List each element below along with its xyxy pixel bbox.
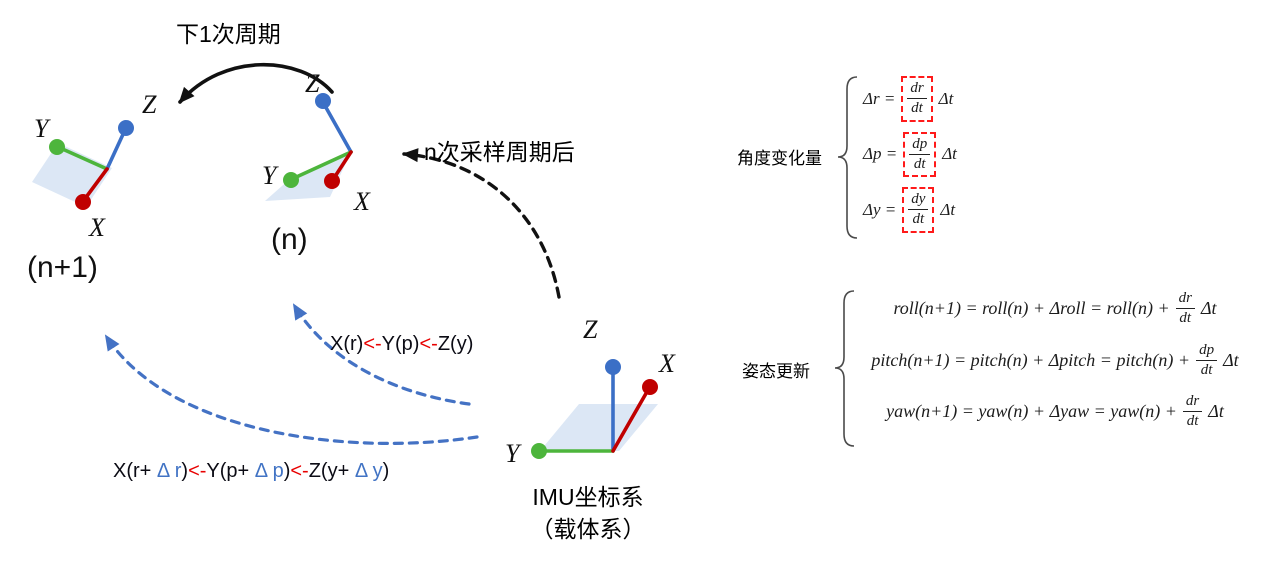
x-axis (611, 388, 650, 453)
imu-caption-line1: IMU坐标系 (532, 484, 643, 510)
x-axis-endpoint (75, 194, 91, 210)
z-axis-label: Z (142, 90, 157, 119)
eq-rhs: Δt (1208, 401, 1224, 422)
fraction-denominator: dt (913, 155, 926, 172)
angle-change-label: 角度变化量 (737, 149, 822, 168)
eq-lhs: Δr = (863, 88, 896, 108)
z-axis-label: Z (583, 315, 598, 344)
equation-row: pitch(n+1) = pitch(n) + Δpitch = pitch(n… (871, 342, 1238, 380)
frame-n-plus-1: Y Z X (n+1) (27, 90, 157, 284)
frame-n: Z Y X (n) (262, 69, 371, 256)
x-axis (332, 150, 353, 180)
y-axis-label: Y (505, 439, 522, 468)
after-n-samples-arrow (402, 148, 561, 299)
fraction-numerator: dr (1175, 290, 1195, 310)
fraction-denominator: dt (1179, 310, 1192, 327)
x-axis-endpoint (642, 379, 658, 395)
y-axis-endpoint (283, 172, 299, 188)
after-n-samples-label: n次采样周期后 (424, 139, 575, 165)
equation-row: roll(n+1) = roll(n) + Δroll = roll(n) + … (893, 290, 1216, 328)
rotation-order-next: X(r+ Δ r)<-Y(p+ Δ p)<-Z(y+ Δ y) (113, 460, 389, 482)
fraction-numerator: dp (1196, 342, 1218, 361)
next-cycle-label: 下1次周期 (176, 21, 281, 47)
eq-rhs: Δt (942, 144, 957, 164)
eq-lhs: Δp = (863, 144, 898, 164)
attitude-update-brace (834, 290, 855, 447)
y-axis-endpoint (49, 139, 65, 155)
frame-n-plane (265, 152, 351, 201)
eq-lhs: Δy = (863, 199, 897, 219)
y-axis (290, 150, 353, 181)
z-axis-endpoint (605, 359, 621, 375)
imu-plane (540, 404, 658, 451)
y-axis-endpoint (531, 443, 547, 459)
x-axis-label: X (353, 187, 371, 216)
fraction-denominator: dt (1186, 413, 1199, 430)
imu-caption-line2: （载体系） (531, 516, 646, 542)
fraction-denominator: dt (1200, 361, 1213, 378)
attitude-update-label: 姿态更新 (742, 362, 810, 381)
fraction-numerator: dy (908, 191, 929, 211)
eq-body: yaw(n+1) = yaw(n) + Δyaw = yaw(n) + (886, 401, 1177, 422)
eq-rhs: Δt (1200, 298, 1217, 319)
y-axis-label: Y (34, 114, 51, 143)
rotation-order-arrow-to-n (292, 303, 471, 406)
angle-change-brace (837, 76, 858, 239)
eq-body: pitch(n+1) = pitch(n) + Δpitch = pitch(n… (871, 349, 1191, 370)
fraction-denominator: dt (912, 211, 925, 228)
frame-n-plus-1-caption: (n+1) (27, 251, 98, 284)
x-axis (82, 167, 109, 202)
z-axis-endpoint (118, 120, 134, 136)
eq-rhs: Δt (940, 199, 956, 219)
x-axis-label: X (88, 213, 106, 242)
eq-rhs: Δt (1223, 349, 1239, 370)
attitude-update-equations: roll(n+1) = roll(n) + Δroll = roll(n) + … (854, 290, 1256, 431)
z-axis (105, 128, 127, 171)
fraction-numerator: dr (907, 80, 927, 100)
eq-rhs: Δt (938, 88, 954, 108)
frame-n-caption: (n) (271, 223, 308, 256)
fraction-numerator: dp (909, 136, 931, 155)
z-axis-endpoint (315, 93, 331, 109)
y-axis (56, 145, 109, 171)
rotation-order-current: X(r)<-Y(p)<-Z(y) (330, 333, 473, 355)
z-axis (322, 102, 353, 154)
x-axis-label: X (658, 349, 676, 378)
next-cycle-arrow (178, 62, 334, 104)
fraction-numerator: dr (1182, 393, 1203, 413)
frame-imu: Z X Y IMU坐标系 （载体系） (505, 315, 676, 542)
x-axis-endpoint (324, 173, 340, 189)
eq-body: roll(n+1) = roll(n) + Δroll = roll(n) + (893, 298, 1170, 319)
rotation-order-arrow-to-n-plus-1 (104, 334, 479, 445)
fraction-denominator: dt (911, 100, 923, 117)
y-axis-label: Y (262, 161, 279, 190)
